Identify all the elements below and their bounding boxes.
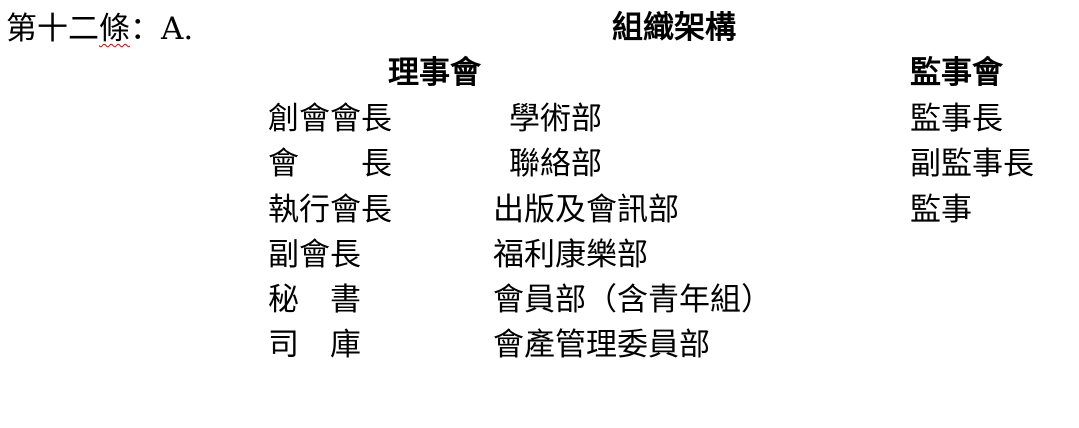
officer-vice-president: 副會長 [268,237,361,273]
article-prefix: 第十二 [6,11,99,47]
department-welfare: 福利康樂部 [493,237,648,273]
department-membership: 會員部（含青年組） [493,282,772,318]
supervisor-member: 監事 [910,192,972,228]
officer-treasurer: 司 庫 [268,327,361,363]
council-heading: 理事會 [388,55,481,91]
article-heading: 第十二條：A. [6,11,193,47]
department-property: 會產管理委員部 [493,327,710,363]
supervisor-vice-chief: 副監事長 [910,146,1034,182]
officer-founding-president: 創會會長 [268,101,392,137]
supervisor-chief: 監事長 [910,101,1003,137]
department-academic: 學術部 [509,101,602,137]
article-suffix: ：A. [130,11,194,47]
officer-president: 會 長 [268,146,392,182]
supervisory-heading: 監事會 [910,55,1003,91]
department-liaison: 聯絡部 [509,146,602,182]
page-title: 組織架構 [612,10,736,46]
department-publication: 出版及會訊部 [493,192,679,228]
officer-executive-president: 執行會長 [268,192,392,228]
officer-secretary: 秘 書 [268,282,361,318]
article-spellcheck-word: 條 [99,11,130,47]
